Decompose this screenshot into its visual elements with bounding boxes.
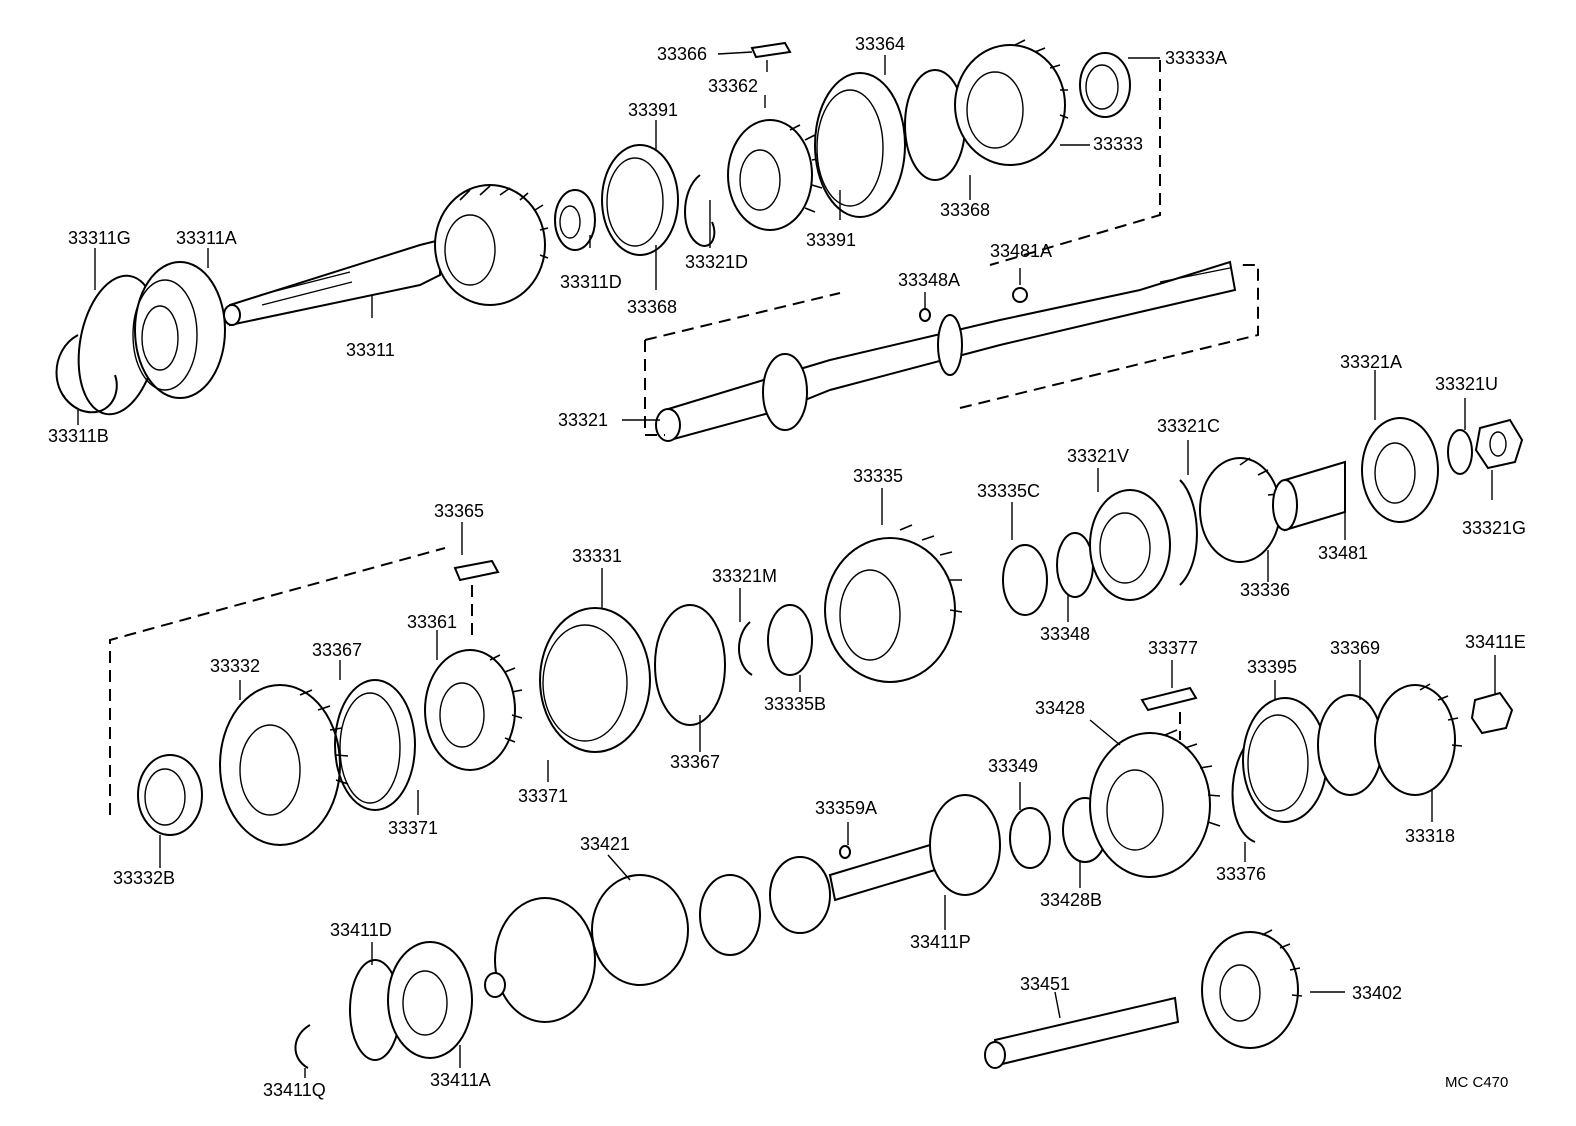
label-33321D: 33321D	[685, 252, 748, 272]
label-33368: 33368	[940, 200, 990, 220]
label-33411A: 33411A	[430, 1070, 491, 1090]
label-33428: 33428	[1035, 698, 1085, 718]
label-33402: 33402	[1352, 983, 1402, 1003]
label-33321: 33321	[558, 410, 608, 430]
label-33391: 33391	[806, 230, 856, 250]
label-33311G: 33311G	[68, 228, 131, 248]
label-33368: 33368	[627, 297, 677, 317]
label-33366: 33366	[657, 44, 707, 64]
label-33335C: 33335C	[977, 481, 1040, 501]
label-33331: 33331	[572, 546, 622, 566]
label-33311B: 33311B	[48, 426, 109, 446]
label-33421: 33421	[580, 834, 630, 854]
leader-lines	[77, 51, 1496, 1078]
label-33367: 33367	[312, 640, 362, 660]
label-33321U: 33321U	[1435, 374, 1498, 394]
label-33348A: 33348A	[898, 270, 960, 290]
label-33411E: 33411E	[1465, 632, 1526, 652]
output-shaft-33321	[644, 260, 1259, 442]
diagram-code: MC C470	[1445, 1074, 1508, 1091]
label-33411Q: 33411Q	[263, 1080, 326, 1100]
label-33321C: 33321C	[1157, 416, 1220, 436]
label-33333: 33333	[1093, 134, 1143, 154]
label-33365: 33365	[434, 501, 484, 521]
label-33411D: 33411D	[330, 920, 392, 940]
label-33321A: 33321A	[1340, 352, 1402, 372]
label-33332B: 33332B	[113, 868, 175, 888]
label-33361: 33361	[407, 612, 457, 632]
label-33369: 33369	[1330, 638, 1380, 658]
label-33335: 33335	[853, 466, 903, 486]
label-33321G: 33321G	[1462, 518, 1526, 538]
label-33321M: 33321M	[712, 566, 777, 586]
label-33395: 33395	[1247, 657, 1297, 677]
label-33411P: 33411P	[910, 932, 971, 952]
label-33481A: 33481A	[990, 241, 1052, 261]
label-33364: 33364	[855, 34, 905, 54]
label-33311A: 33311A	[176, 228, 237, 248]
label-33332: 33332	[210, 656, 260, 676]
label-33367: 33367	[670, 752, 720, 772]
label-33481: 33481	[1318, 543, 1368, 563]
label-33349: 33349	[988, 756, 1038, 776]
label-33321V: 33321V	[1067, 446, 1129, 466]
label-33451: 33451	[1020, 974, 1070, 994]
label-33311: 33311	[346, 340, 395, 360]
label-33318: 33318	[1405, 826, 1455, 846]
label-33376: 33376	[1216, 864, 1266, 884]
label-33311D: 33311D	[560, 272, 622, 292]
input-shaft-assembly	[55, 39, 1161, 416]
label-33333A: 33333A	[1165, 48, 1227, 68]
label-33336: 33336	[1240, 580, 1290, 600]
label-33377: 33377	[1148, 638, 1198, 658]
output-gear-assembly	[109, 417, 1524, 846]
label-33371: 33371	[518, 786, 568, 806]
label-33362: 33362	[708, 76, 758, 96]
label-33391: 33391	[628, 100, 678, 120]
label-33359A: 33359A	[815, 798, 877, 818]
label-33428B: 33428B	[1040, 890, 1102, 910]
counter-gear-assembly	[294, 683, 1514, 1069]
label-33371: 33371	[388, 818, 438, 838]
label-33335B: 33335B	[764, 694, 826, 714]
part-number-labels: 33366 33364 33333A 33362 33391 33333 333…	[48, 34, 1526, 1100]
label-33348: 33348	[1040, 624, 1090, 644]
